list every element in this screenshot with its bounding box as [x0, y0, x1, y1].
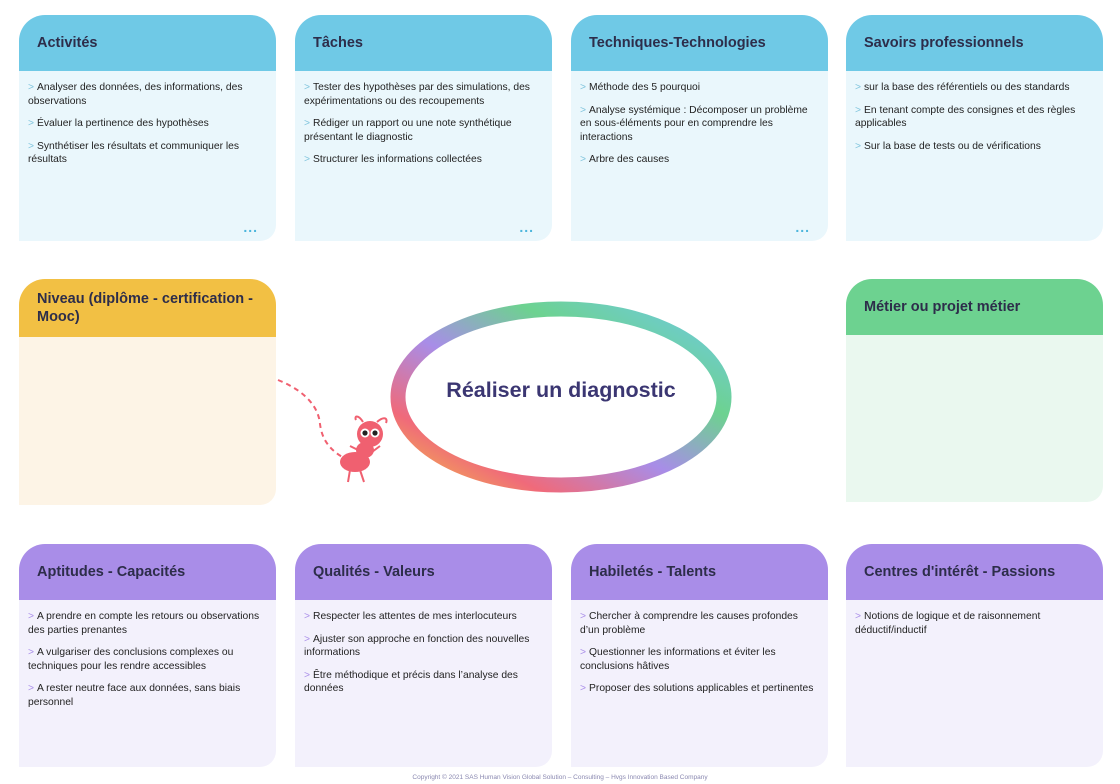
card-techniques: Techniques-Technologies >Méthode des 5 p…	[571, 15, 828, 241]
footer-copyright: Copyright © 2021 SAS Human Vision Global…	[412, 774, 708, 781]
card-title: Qualités - Valeurs	[295, 544, 552, 600]
list-item: >Proposer des solutions applicables et p…	[580, 683, 814, 694]
card-title: Niveau (diplôme - certification - Mooc)	[19, 279, 276, 337]
card-body: >Tester des hypothèses par des simulatio…	[295, 71, 552, 241]
gradient-ring	[390, 301, 732, 493]
card-title: Tâches	[295, 15, 552, 71]
card-niveau: Niveau (diplôme - certification - Mooc)	[19, 279, 276, 505]
list-item: >Respecter les attentes de mes interlocu…	[304, 611, 517, 622]
card-body: >Respecter les attentes de mes interlocu…	[295, 600, 552, 767]
list-item: >Sur la base de tests ou de vérification…	[855, 140, 1041, 152]
ant-mascot-icon	[277, 379, 388, 483]
list-item: >Analyse systémique : Décomposer un prob…	[580, 104, 808, 143]
list-item: >Évaluer la pertinence des hypothèses	[28, 118, 209, 129]
list-item: >Notions de logique et de raisonnement d…	[855, 611, 1041, 636]
list-item: >Analyser des données, des informations,…	[28, 82, 243, 107]
card-habiletes: Habiletés - Talents >Chercher à comprend…	[571, 544, 828, 767]
list-item: >Arbre des causes	[580, 154, 670, 165]
list-item: >Chercher à comprendre les causes profon…	[580, 611, 798, 636]
card-body: >Analyser des données, des informations,…	[19, 71, 276, 241]
list-item: >sur la base des référentiels ou des sta…	[855, 82, 1070, 93]
more-button[interactable]: ...	[519, 219, 534, 235]
list-item: >En tenant compte des consignes et des r…	[855, 104, 1076, 130]
list-item: >Ajuster son approche en fonction des no…	[304, 633, 530, 659]
card-body: >Méthode des 5 pourquoi >Analyse systémi…	[571, 71, 828, 241]
more-button[interactable]: ...	[795, 219, 810, 235]
card-title: Savoirs professionnels	[846, 15, 1103, 71]
card-body	[19, 337, 276, 505]
list-item: >A vulgariser des conclusions complexes …	[28, 647, 234, 672]
list-item: >Rédiger un rapport ou une note synthéti…	[304, 118, 512, 143]
list-item: >A rester neutre face aux données, sans …	[28, 683, 241, 708]
card-body: >Notions de logique et de raisonnement d…	[846, 600, 1103, 767]
card-title: Habiletés - Talents	[571, 544, 828, 600]
card-body	[846, 335, 1103, 502]
card-body: >sur la base des référentiels ou des sta…	[846, 71, 1103, 241]
card-savoirs: Savoirs professionnels >sur la base des …	[846, 15, 1103, 241]
list-item: >Être méthodique et précis dans l’analys…	[304, 669, 518, 695]
list-item: >Tester des hypothèses par des simulatio…	[304, 82, 530, 107]
list-item: >Structurer les informations collectées	[304, 154, 482, 165]
list-item: >Méthode des 5 pourquoi	[580, 82, 701, 93]
card-title: Techniques-Technologies	[571, 15, 828, 71]
card-title: Aptitudes - Capacités	[19, 544, 276, 600]
more-button[interactable]: ...	[243, 219, 258, 235]
card-metier: Métier ou projet métier	[846, 279, 1103, 502]
card-qualites: Qualités - Valeurs >Respecter les attent…	[295, 544, 552, 767]
card-taches: Tâches >Tester des hypothèses par des si…	[295, 15, 552, 241]
list-item: >Synthétiser les résultats et communique…	[28, 140, 240, 166]
center-title: Réaliser un diagnostic	[446, 378, 676, 402]
card-body: >Chercher à comprendre les causes profon…	[571, 600, 828, 767]
card-centres: Centres d'intérêt - Passions >Notions de…	[846, 544, 1103, 767]
card-body: >A prendre en compte les retours ou obse…	[19, 600, 276, 767]
card-title: Métier ou projet métier	[846, 279, 1103, 335]
card-activites: Activités >Analyser des données, des inf…	[19, 15, 276, 241]
card-aptitudes: Aptitudes - Capacités >A prendre en comp…	[19, 544, 276, 767]
list-item: >Questionner les informations et éviter …	[580, 647, 776, 672]
list-item: >A prendre en compte les retours ou obse…	[28, 611, 260, 636]
card-title: Activités	[19, 15, 276, 71]
card-title: Centres d'intérêt - Passions	[846, 544, 1103, 600]
